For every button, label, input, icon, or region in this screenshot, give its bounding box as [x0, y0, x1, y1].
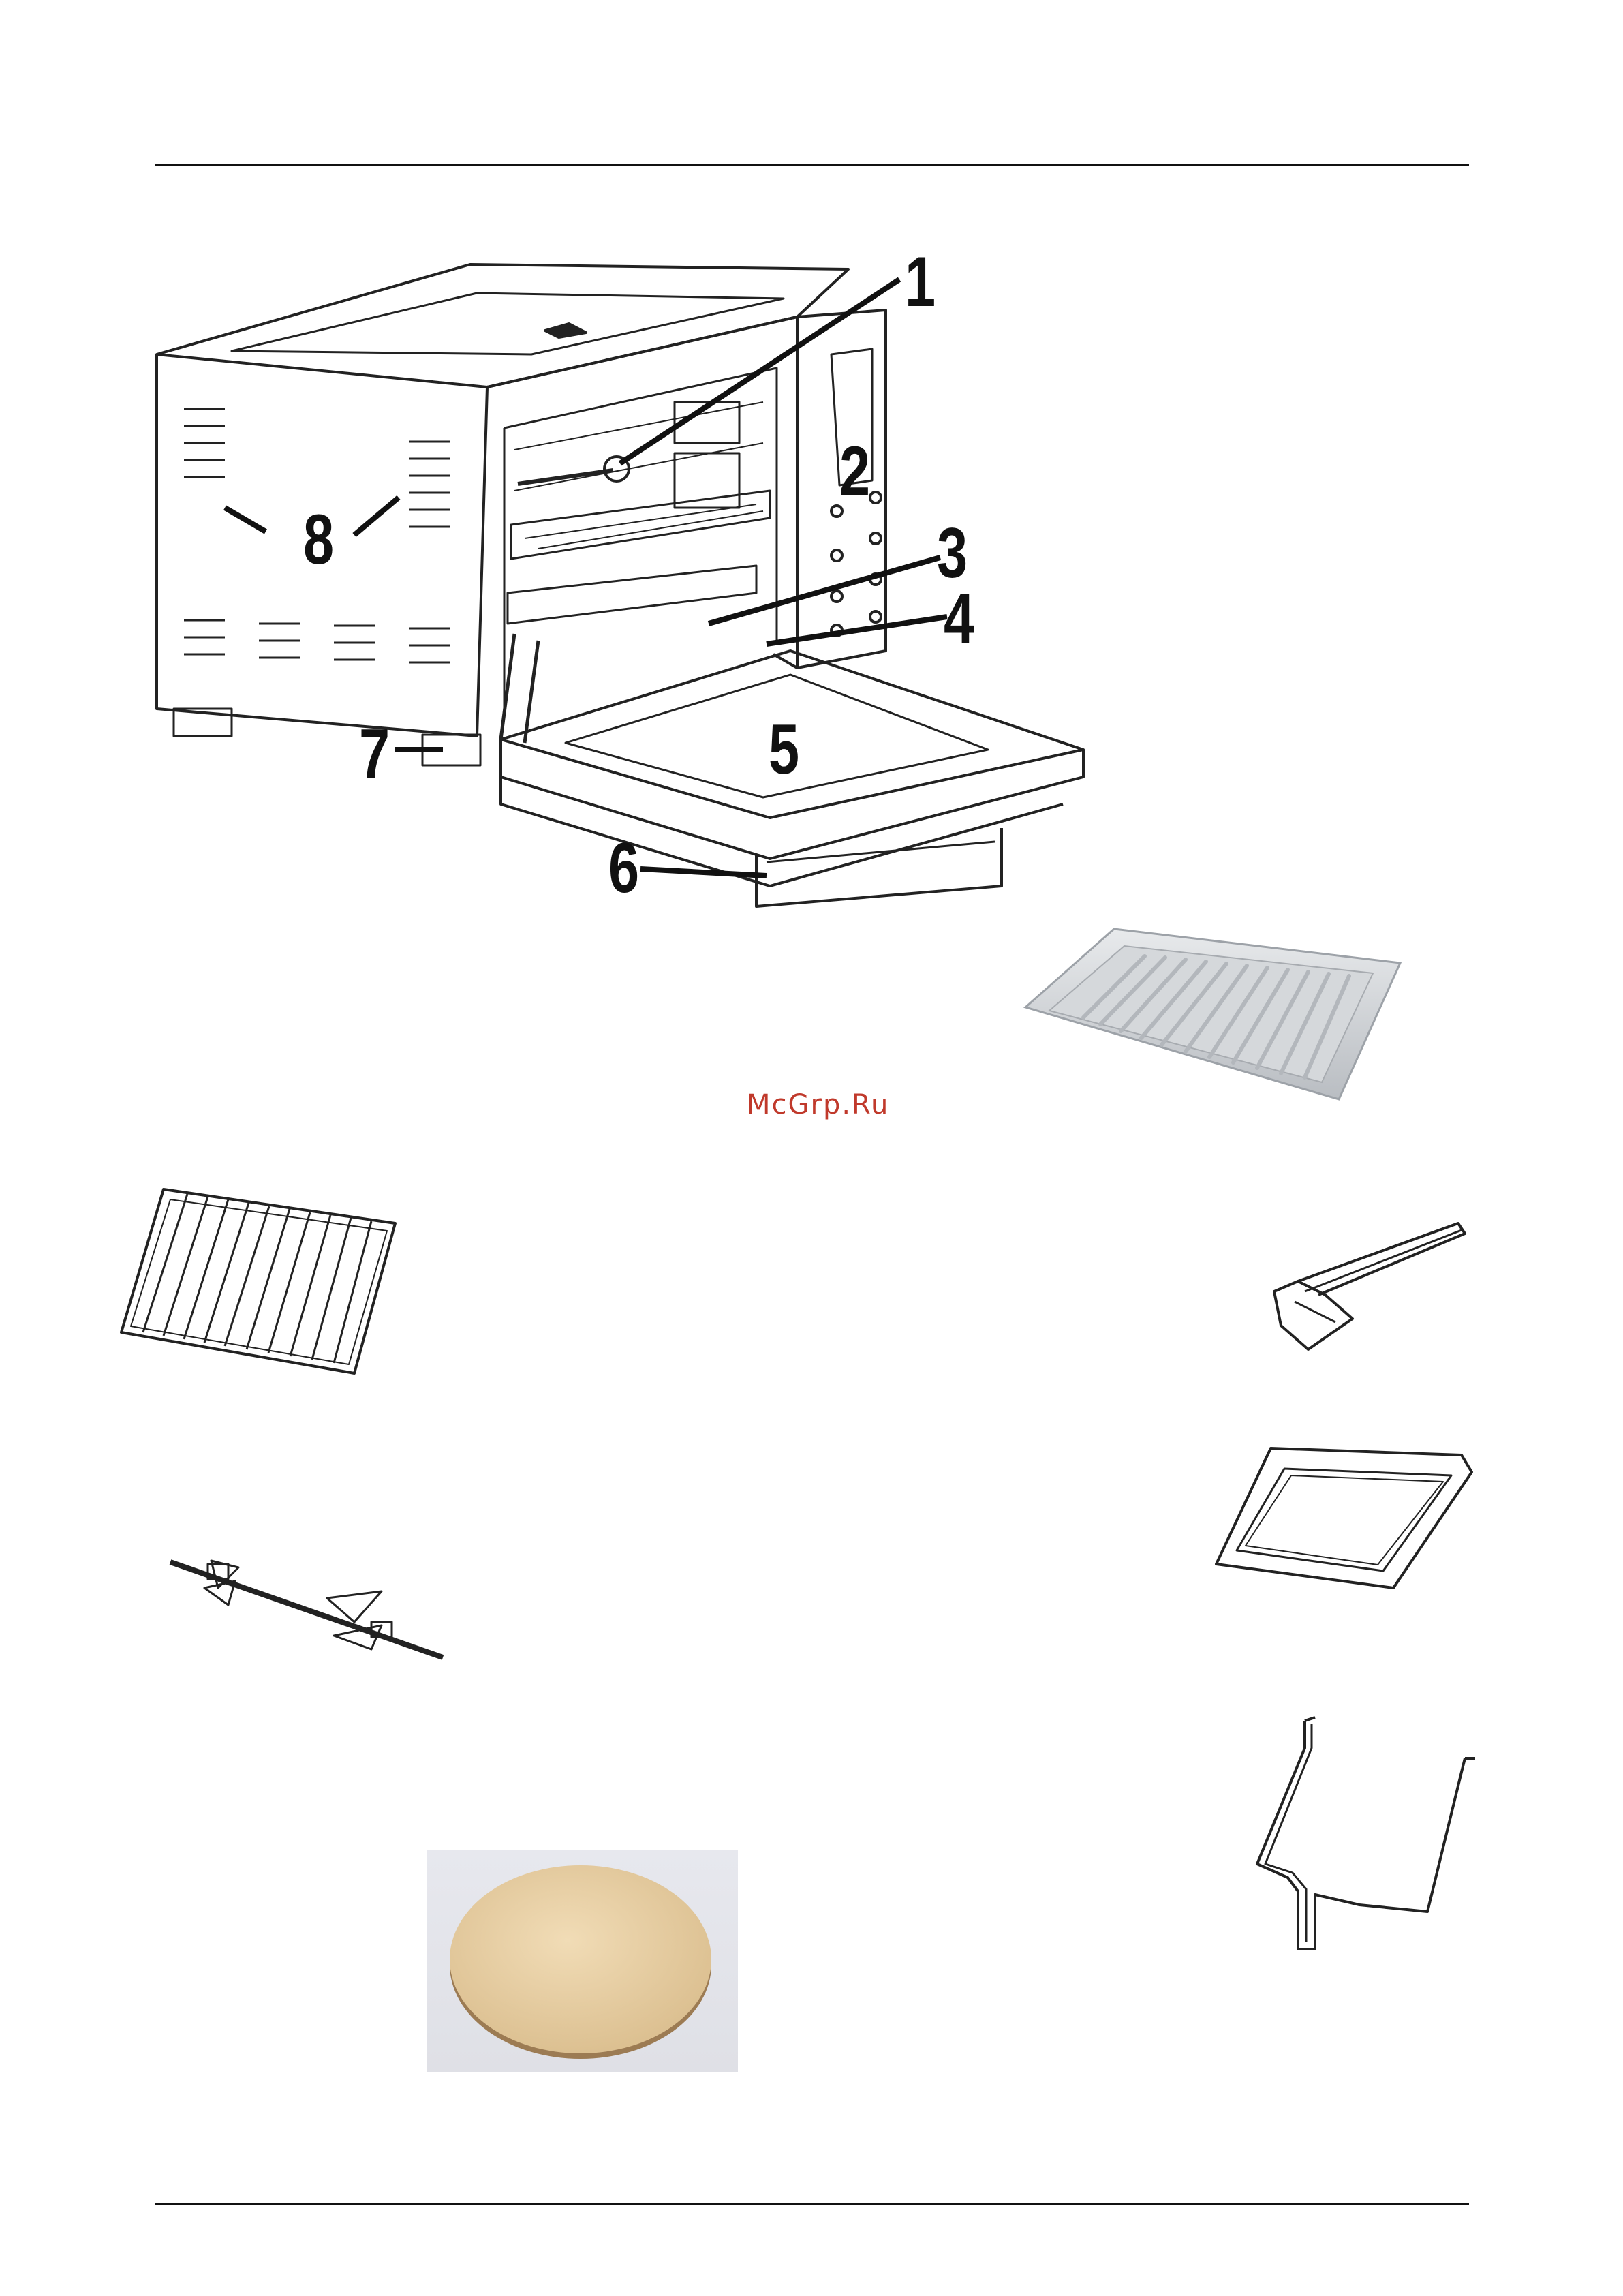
pizza-stone-photo — [427, 1850, 738, 2072]
rotisserie-spit-icon — [170, 1561, 443, 1657]
pizza-stone-icon — [427, 1850, 738, 2072]
rotisserie-lifter-icon — [1257, 1717, 1475, 1949]
tray-handle-icon — [1274, 1223, 1465, 1349]
wire-rack-icon — [121, 1189, 395, 1373]
crumb-tray-icon — [1216, 1448, 1472, 1588]
